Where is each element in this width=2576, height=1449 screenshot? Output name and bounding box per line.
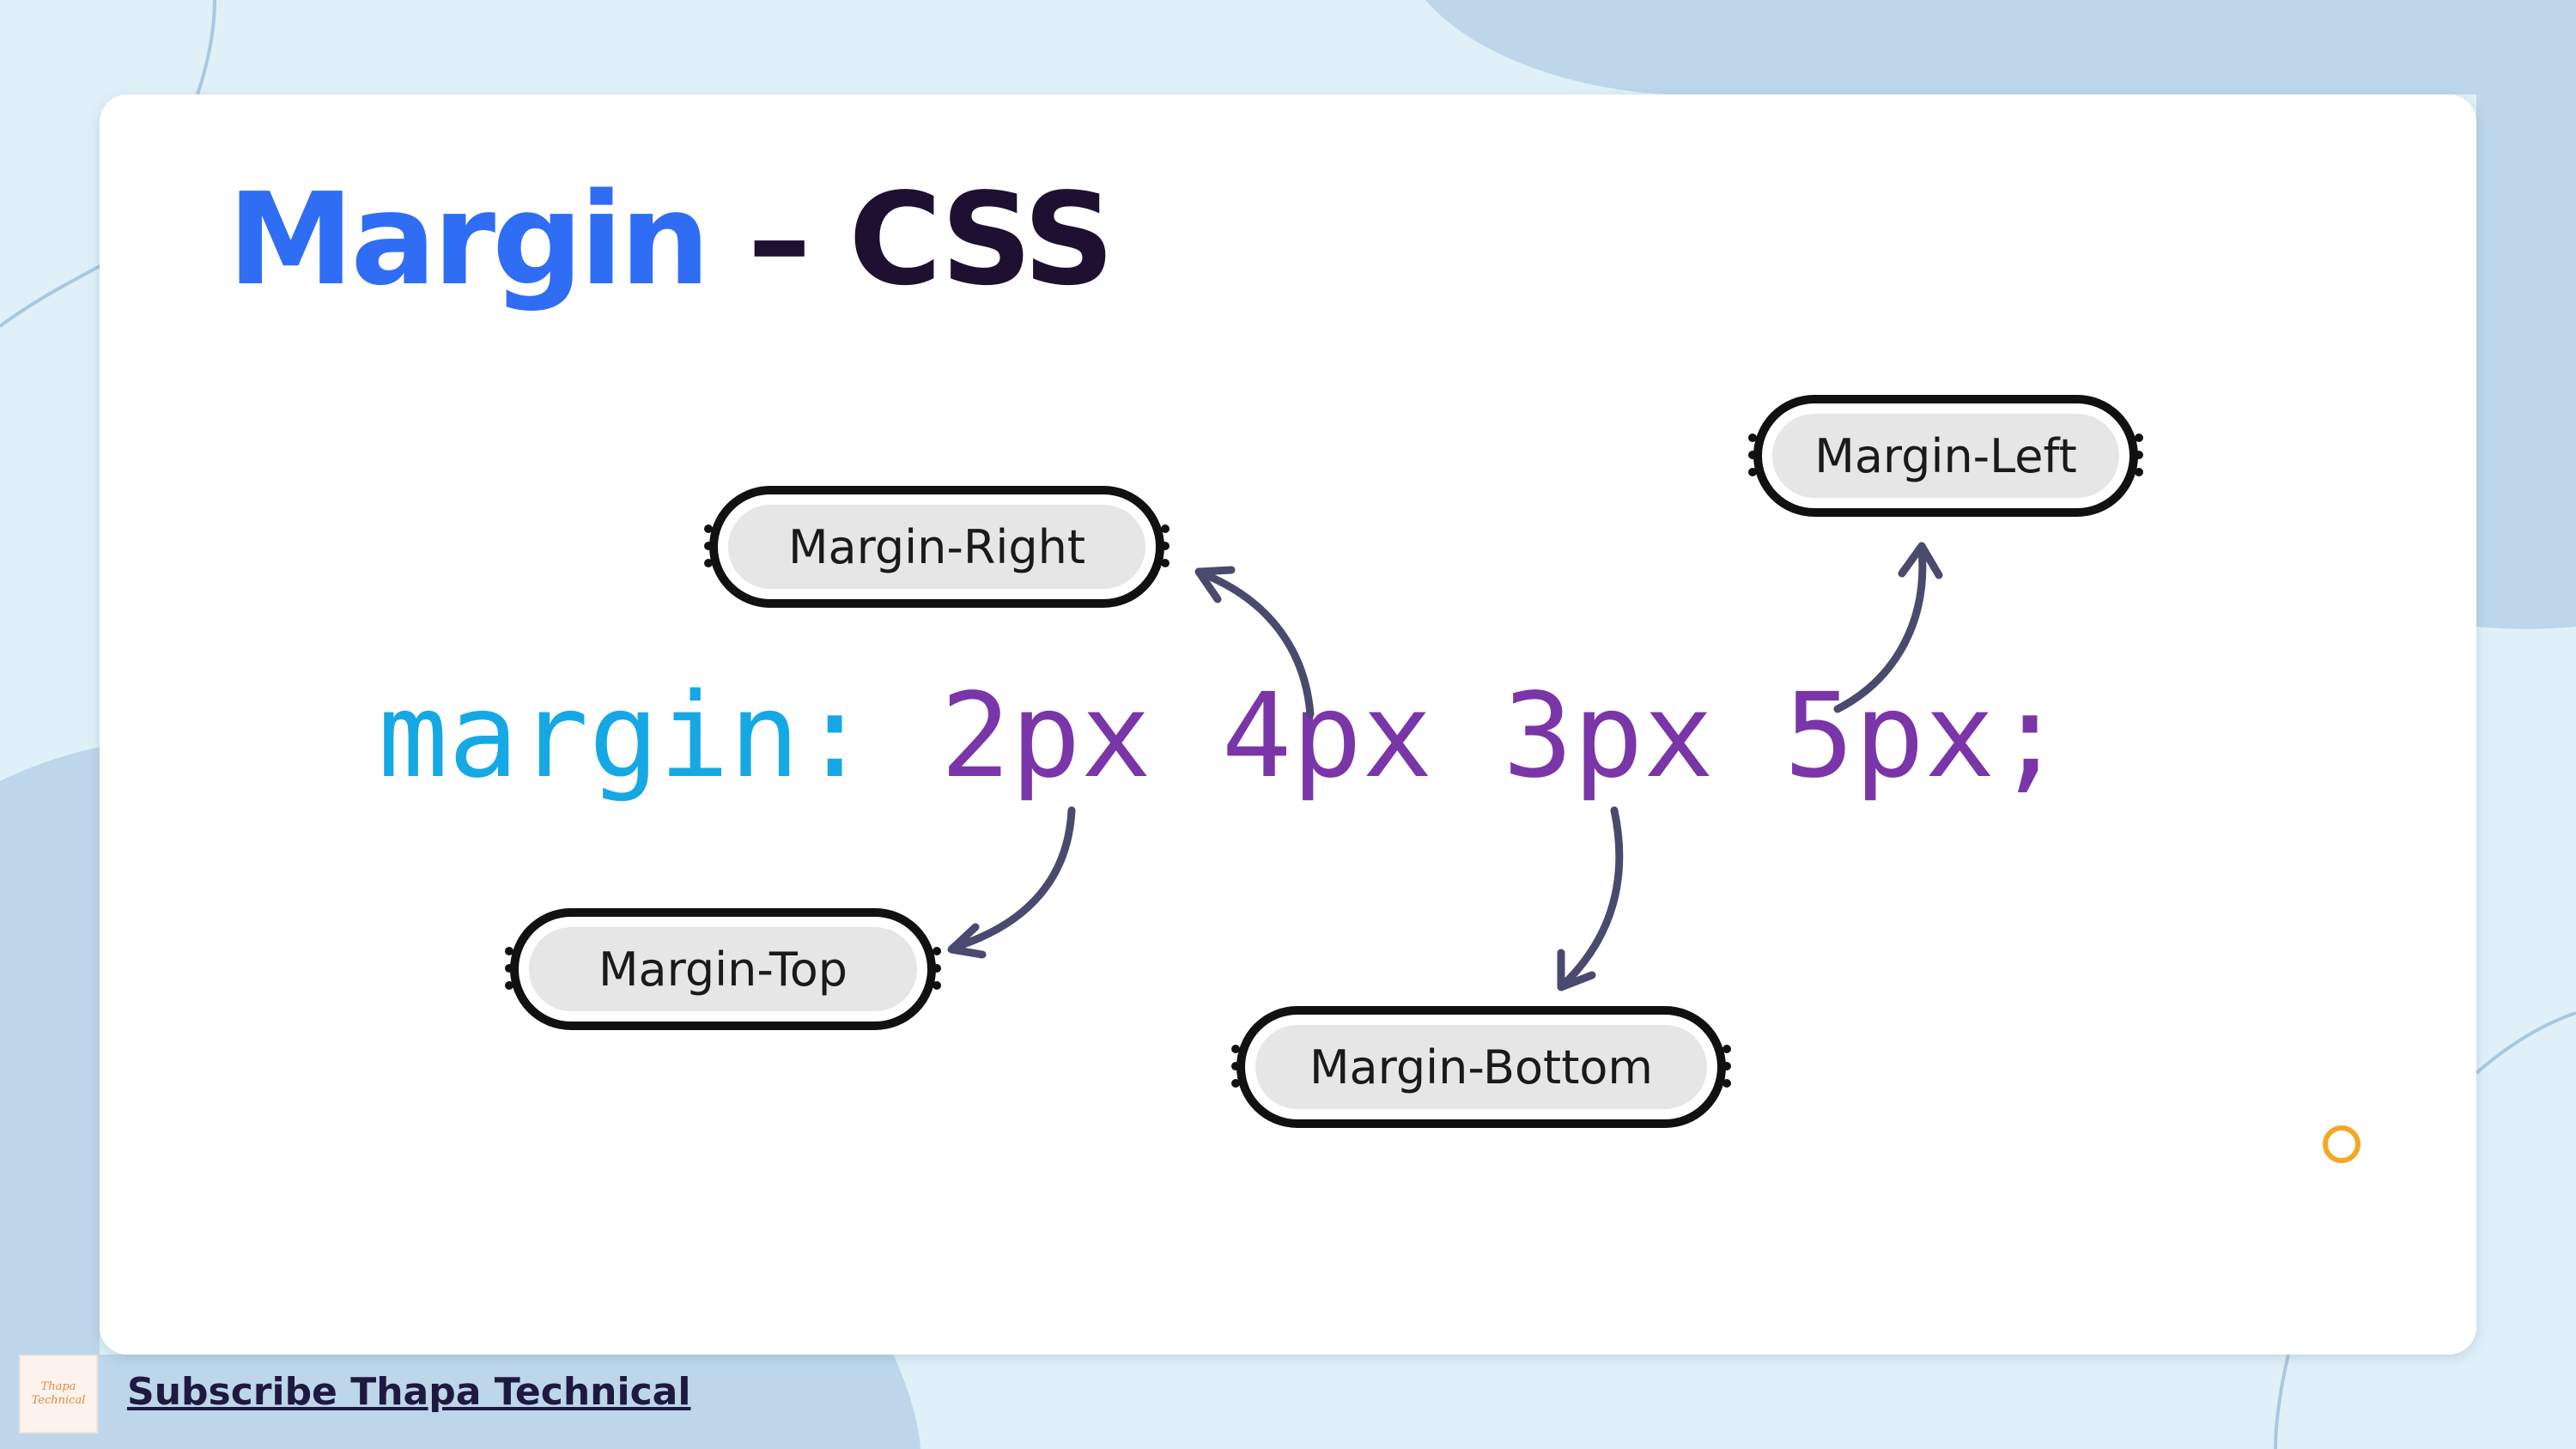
- pill-dot: [1161, 524, 1170, 533]
- pill-dot: [933, 964, 941, 973]
- pill-dot: [704, 524, 713, 533]
- pill-dot: [1748, 451, 1757, 459]
- pill-dot: [505, 981, 513, 990]
- pill-dot: [704, 559, 713, 567]
- pill-dot: [1231, 1045, 1240, 1053]
- label-margin-bottom: Margin-Bottom: [1231, 1006, 1731, 1128]
- logo-text-1: Thapa: [40, 1380, 76, 1394]
- slide-card: [100, 94, 2476, 1355]
- pill-dot: [2135, 451, 2143, 459]
- label-margin-top-text: Margin-Top: [598, 942, 848, 997]
- pill-dot: [1231, 1062, 1240, 1070]
- logo-text-2: Technical: [31, 1394, 86, 1407]
- pill-dot: [1161, 542, 1170, 550]
- pill-dot: [933, 981, 941, 990]
- pill-dot: [704, 542, 713, 550]
- label-margin-right: Margin-Right: [704, 486, 1170, 608]
- code-line: margin: 2px 4px 3px 5px;: [378, 678, 2065, 795]
- label-margin-top: Margin-Top: [505, 908, 941, 1030]
- pill-dot: [1748, 468, 1757, 476]
- pill-dot: [505, 947, 513, 955]
- pill-dot: [1231, 1079, 1240, 1088]
- label-margin-left: Margin-Left: [1748, 395, 2143, 517]
- pill-dot: [1722, 1045, 1731, 1053]
- pill-dot: [505, 964, 513, 973]
- subscribe-link[interactable]: Subscribe Thapa Technical: [127, 1370, 691, 1414]
- title-main: Margin: [228, 166, 710, 313]
- pill-dot: [1722, 1062, 1731, 1070]
- title-separator: –: [747, 166, 811, 313]
- pill-dot: [933, 947, 941, 955]
- label-margin-left-text: Margin-Left: [1814, 428, 2077, 483]
- label-margin-right-text: Margin-Right: [787, 519, 1086, 574]
- slide-title: Margin – CSS: [228, 176, 1115, 303]
- title-sub: CSS: [848, 166, 1115, 313]
- pill-dot: [2135, 433, 2143, 442]
- pill-dot: [2135, 468, 2143, 476]
- pill-dot: [1161, 559, 1170, 567]
- label-margin-bottom-text: Margin-Bottom: [1309, 1040, 1654, 1094]
- code-values: 2px 4px 3px 5px;: [940, 669, 2066, 804]
- code-property: margin:: [378, 669, 871, 804]
- thapa-technical-logo-icon: Thapa Technical: [19, 1355, 98, 1434]
- pill-dot: [1748, 433, 1757, 442]
- pill-dot: [1722, 1079, 1731, 1088]
